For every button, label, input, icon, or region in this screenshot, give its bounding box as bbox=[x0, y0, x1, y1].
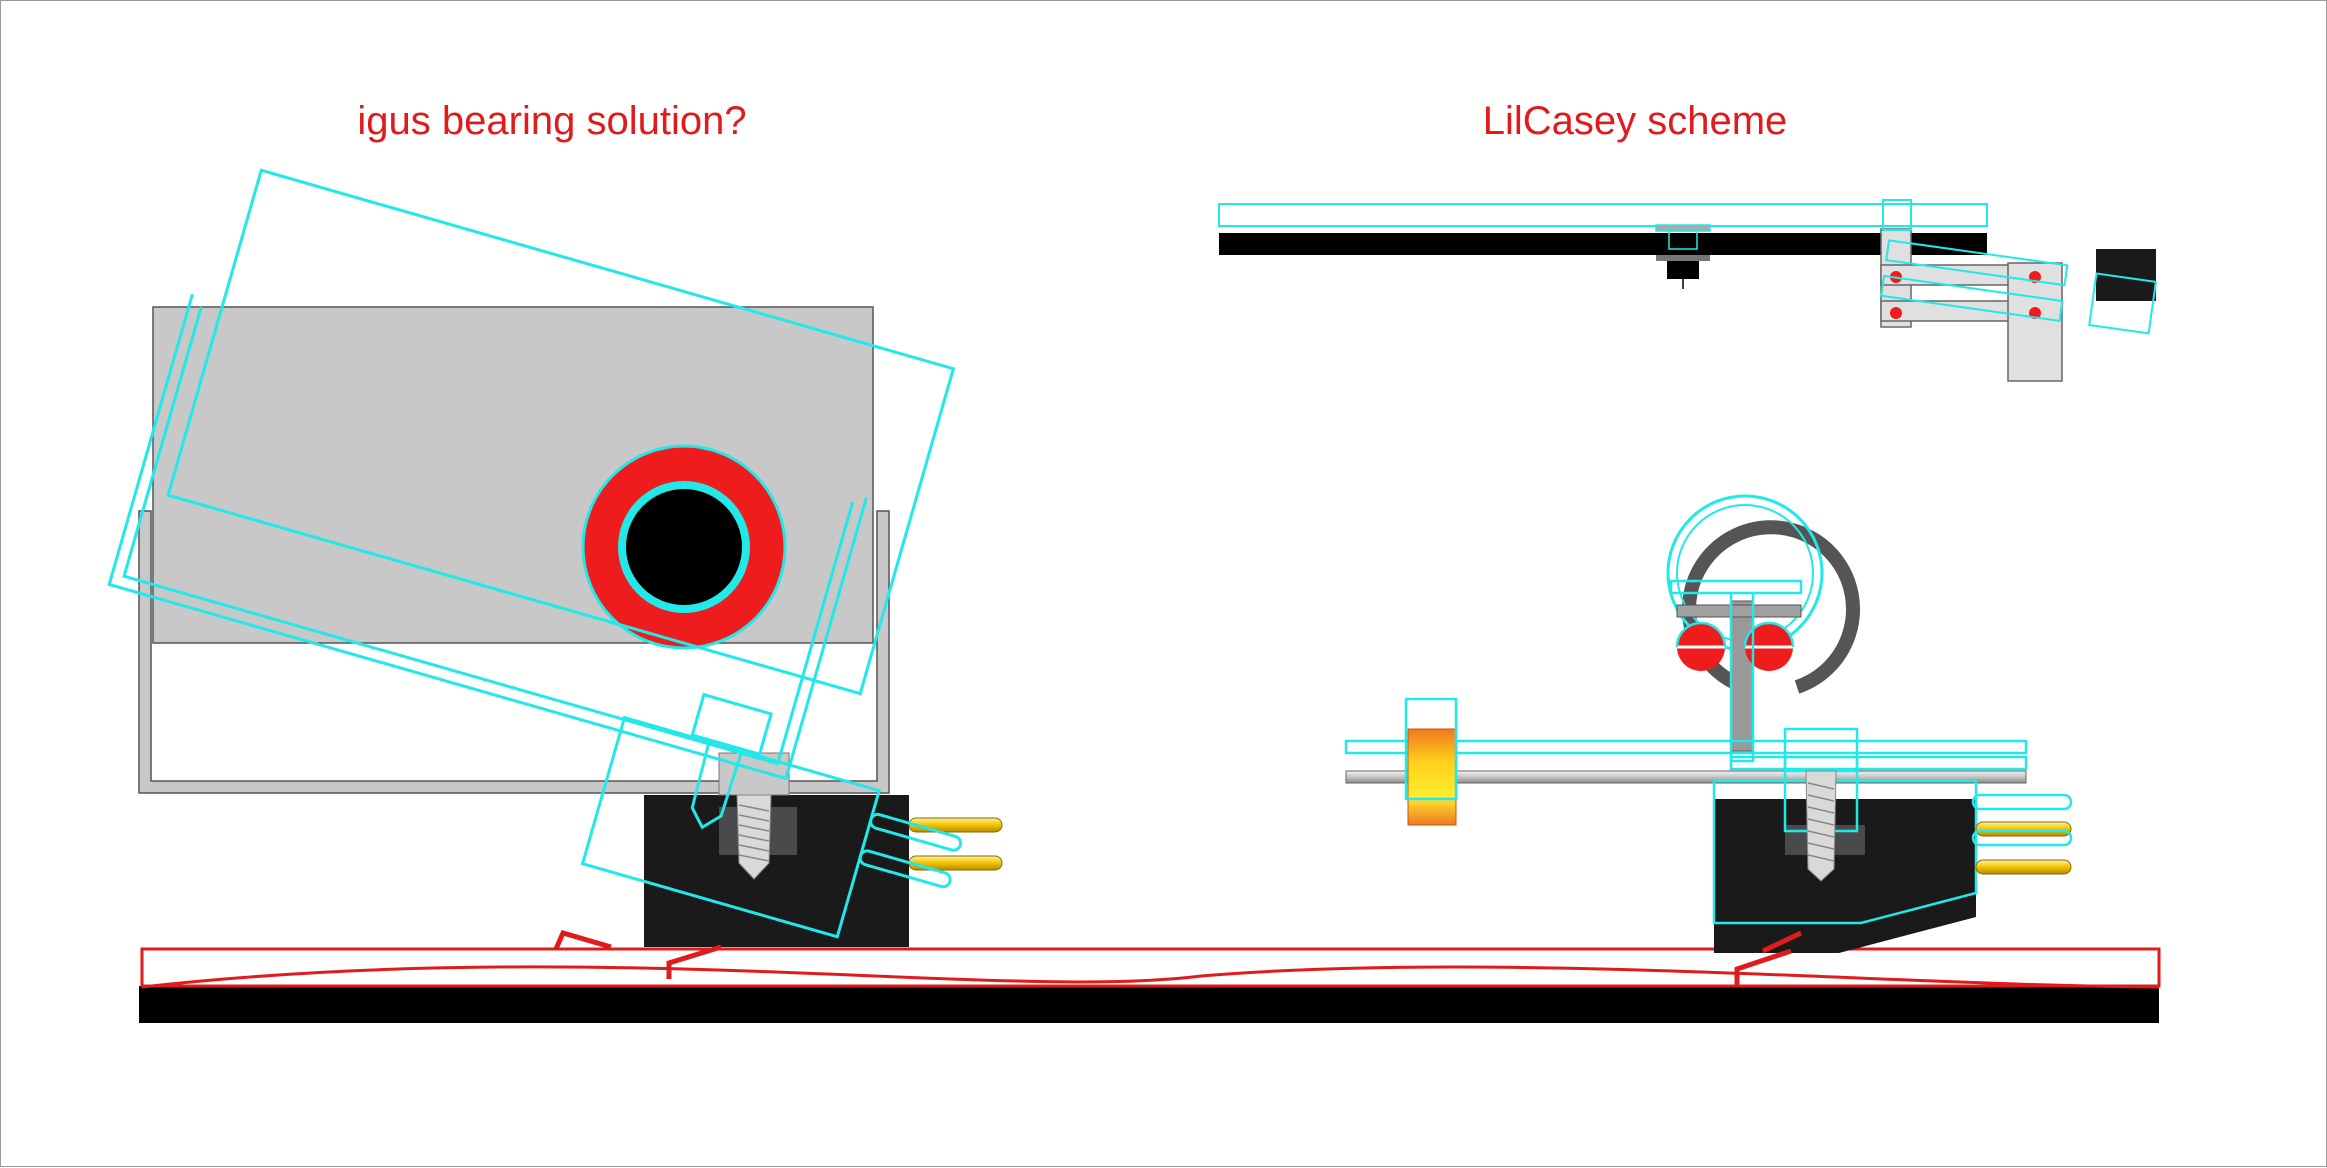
record-platter bbox=[139, 986, 2159, 1023]
title-igus-bearing: igus bearing solution? bbox=[357, 99, 747, 143]
stylus-left bbox=[666, 944, 722, 979]
pivot-tilted-outline bbox=[1880, 239, 2158, 335]
tilted-bracket-outline bbox=[122, 306, 855, 766]
counterweight-tilted-outline bbox=[2088, 272, 2158, 335]
arm-tube-top-view bbox=[1219, 233, 1987, 255]
output-pin-upper-left bbox=[908, 817, 1003, 833]
pivot-crossbar bbox=[1676, 604, 1802, 618]
cartridge-outline-right bbox=[1712, 779, 1978, 925]
pivot-t-outline bbox=[1669, 579, 1803, 763]
tilted-housing-outline bbox=[166, 168, 956, 696]
pivot-arm-tilted-outline-2 bbox=[1880, 274, 2064, 322]
arm-tube-top-view-outline bbox=[1218, 203, 1988, 227]
lilcasey-top-view bbox=[1218, 199, 2158, 382]
counterweight-side bbox=[1407, 728, 1457, 826]
stylus-right bbox=[1734, 930, 1803, 987]
output-pin-lower-right bbox=[1975, 859, 2072, 875]
warped-record-outline bbox=[140, 947, 2161, 988]
pivot-bearing-3 bbox=[1890, 307, 1902, 319]
title-lilcasey-scheme: LilCasey scheme bbox=[1482, 99, 1788, 143]
screw-thread-left bbox=[738, 804, 770, 862]
output-pin-lower-outline-right bbox=[1971, 829, 2073, 847]
headshell-outline bbox=[1729, 755, 2028, 771]
ball-bearing-outlines bbox=[1675, 621, 1795, 648]
tilted-pin-lower bbox=[858, 849, 952, 889]
counterweight-outline bbox=[1404, 697, 1458, 801]
cartridge-body-right bbox=[1714, 799, 1976, 953]
headshell-plate bbox=[1656, 255, 1710, 261]
tilted-screw-outline bbox=[690, 739, 744, 830]
pivot-post-top-outline bbox=[1882, 199, 1912, 231]
pivot-arm-tilted-outline bbox=[1885, 239, 2069, 287]
bearing-bore bbox=[626, 489, 742, 605]
headshell-plate-outline bbox=[1655, 224, 1711, 232]
tilted-bracket-outline-outer bbox=[107, 293, 868, 781]
lilcasey-side-view bbox=[1344, 494, 2073, 987]
tilted-pin-upper bbox=[869, 812, 963, 852]
tilted-screw-head-outline bbox=[690, 692, 774, 757]
stylus-left-tilted bbox=[553, 929, 612, 951]
screw-shank-right bbox=[1805, 770, 1837, 882]
screw-thread-right bbox=[1807, 782, 1835, 862]
mounting-bracket bbox=[138, 510, 890, 794]
headshell-block-outline bbox=[1668, 230, 1698, 250]
tilted-overlay bbox=[107, 168, 963, 939]
record-surface bbox=[139, 947, 2161, 1023]
arm-tube-side-outline bbox=[1344, 739, 2028, 755]
record-warp-curve bbox=[141, 965, 2160, 989]
igus-bearing-scheme bbox=[107, 168, 1003, 979]
screw-head-outline-right bbox=[1783, 727, 1859, 773]
output-pin-upper-outline-right bbox=[1971, 793, 2073, 811]
pivot-stem bbox=[1730, 600, 1754, 752]
output-pin-upper-right bbox=[1975, 821, 2072, 837]
tilted-cartridge-outline bbox=[580, 715, 882, 939]
